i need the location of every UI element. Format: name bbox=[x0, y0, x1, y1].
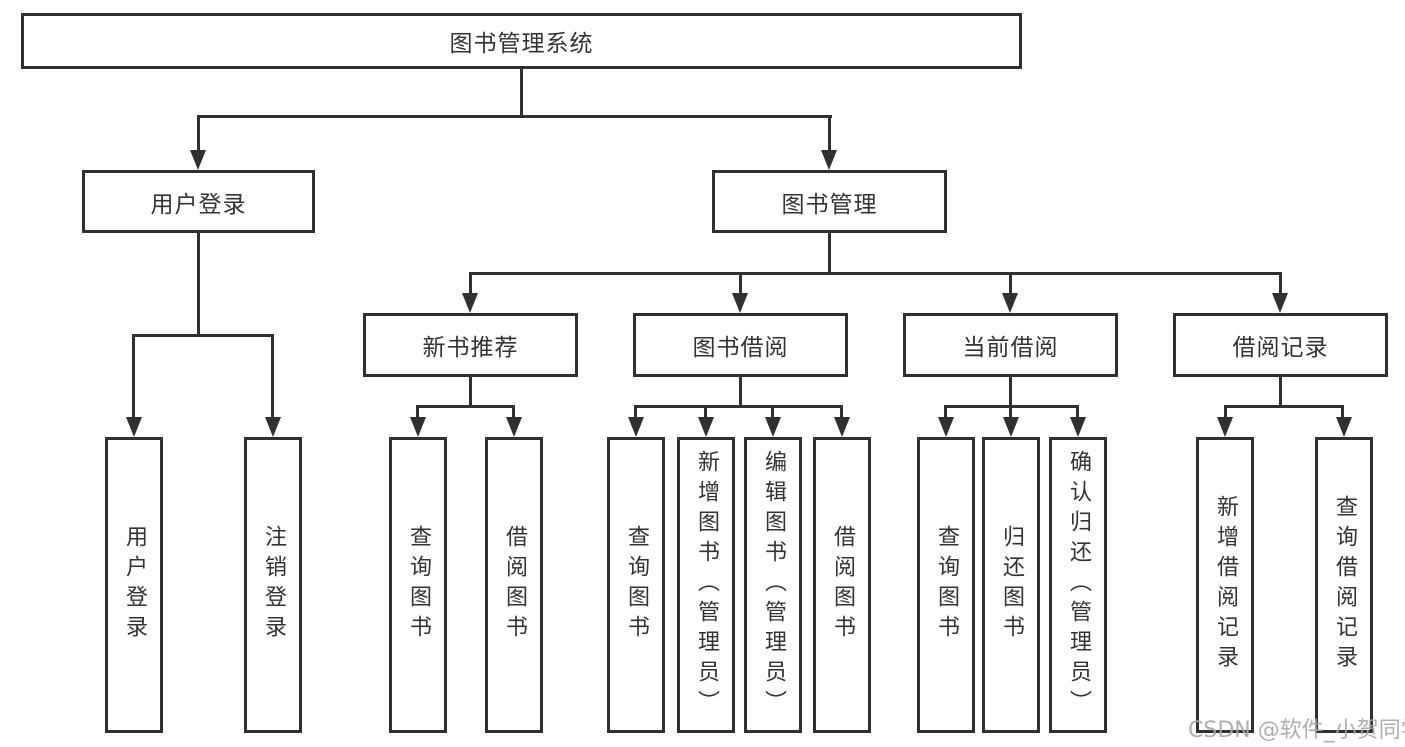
node-book-management: 图书管理 bbox=[712, 170, 947, 233]
arrow-down-icon bbox=[1070, 417, 1086, 437]
arrow-down-icon bbox=[732, 293, 748, 313]
leaf-borrow-query-books: 查询图书 bbox=[607, 437, 665, 733]
leaf-logout: 注销登录 bbox=[244, 437, 302, 733]
arrow-down-icon bbox=[410, 417, 426, 437]
connector-line bbox=[1009, 272, 1012, 293]
connector-line bbox=[1009, 405, 1012, 417]
connector-line bbox=[469, 272, 1282, 275]
arrow-down-icon bbox=[765, 417, 781, 437]
connector-line bbox=[197, 115, 832, 118]
leaf-borrow-add-books-admin: 新增图书（管理员） bbox=[677, 437, 735, 733]
arrow-down-icon bbox=[1217, 417, 1233, 437]
watermark: CSDN @软件_小贺同学 bbox=[1188, 718, 1405, 743]
node-borrow-records: 借阅记录 bbox=[1173, 313, 1388, 377]
node-current-borrow: 当前借阅 bbox=[903, 313, 1118, 377]
leaf-current-query-books: 查询图书 bbox=[917, 437, 975, 733]
connector-line bbox=[771, 405, 774, 417]
arrow-down-icon bbox=[698, 417, 714, 437]
arrow-down-icon bbox=[462, 293, 478, 313]
leaf-newbook-query-books: 查询图书 bbox=[389, 437, 447, 733]
connector-line bbox=[739, 377, 742, 408]
node-user-login: 用户登录 bbox=[82, 170, 315, 233]
leaf-records-query-record: 查询借阅记录 bbox=[1315, 437, 1373, 733]
leaf-borrow-edit-books-admin: 编辑图书（管理员） bbox=[744, 437, 802, 733]
connector-line bbox=[469, 272, 472, 293]
arrow-down-icon bbox=[628, 417, 644, 437]
connector-line bbox=[828, 115, 831, 150]
arrow-down-icon bbox=[1336, 417, 1352, 437]
connector-line bbox=[704, 405, 707, 417]
connector-line bbox=[520, 68, 523, 118]
connector-line bbox=[1279, 272, 1282, 293]
connector-line bbox=[739, 272, 742, 293]
leaf-current-confirm-return-admin: 确认归还（管理员） bbox=[1049, 437, 1107, 733]
arrow-down-icon bbox=[1002, 293, 1018, 313]
connector-line bbox=[197, 115, 200, 150]
arrow-down-icon bbox=[821, 150, 837, 170]
connector-line bbox=[1341, 405, 1344, 417]
leaf-borrow-borrow-books: 借阅图书 bbox=[813, 437, 871, 733]
connector-line bbox=[1279, 377, 1282, 408]
arrow-down-icon bbox=[126, 417, 142, 437]
leaf-newbook-borrow-books: 借阅图书 bbox=[485, 437, 543, 733]
connector-line bbox=[840, 405, 843, 417]
connector-line bbox=[469, 377, 472, 408]
connector-line bbox=[271, 334, 274, 417]
leaf-user-login: 用户登录 bbox=[105, 437, 163, 733]
connector-line bbox=[1009, 377, 1012, 408]
arrow-down-icon bbox=[265, 417, 281, 437]
connector-line bbox=[132, 334, 274, 337]
connector-line bbox=[634, 405, 637, 417]
leaf-current-return-books: 归还图书 bbox=[982, 437, 1040, 733]
leaf-records-add-record: 新增借阅记录 bbox=[1196, 437, 1254, 733]
arrow-down-icon bbox=[1272, 293, 1288, 313]
node-new-book-recommend: 新书推荐 bbox=[363, 313, 578, 377]
connector-line bbox=[416, 405, 419, 417]
connector-line bbox=[634, 405, 843, 408]
connector-line bbox=[197, 233, 200, 337]
node-library-system: 图书管理系统 bbox=[21, 13, 1022, 69]
connector-line bbox=[1224, 405, 1344, 408]
arrow-down-icon bbox=[938, 417, 954, 437]
connector-line bbox=[1076, 405, 1079, 417]
connector-line bbox=[828, 233, 831, 275]
connector-line bbox=[512, 405, 515, 417]
connector-line bbox=[132, 334, 135, 417]
arrow-down-icon bbox=[834, 417, 850, 437]
connector-line bbox=[944, 405, 947, 417]
connector-line bbox=[1224, 405, 1227, 417]
arrow-down-icon bbox=[190, 150, 206, 170]
arrow-down-icon bbox=[1003, 417, 1019, 437]
connector-line bbox=[416, 405, 515, 408]
node-book-borrow: 图书借阅 bbox=[633, 313, 848, 377]
arrow-down-icon bbox=[506, 417, 522, 437]
